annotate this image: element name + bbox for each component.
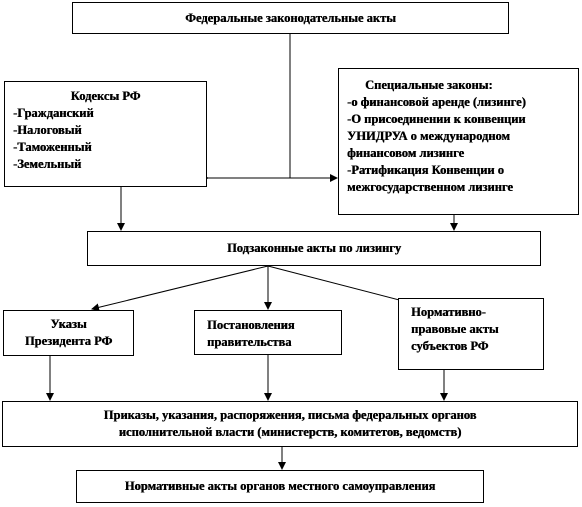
local-acts-box: Нормативные акты органов местного самоуп… [76, 470, 484, 503]
regional-acts-line: Нормативно- [411, 305, 486, 319]
federal-acts-box: Федеральные законодательные акты [72, 2, 509, 34]
special-laws-line: финансовом лизинге [347, 146, 465, 160]
special-laws-title: Специальные законы: [365, 78, 493, 92]
codes-box: Кодексы РФ -Гражданский -Налоговый -Тамо… [4, 81, 207, 187]
regional-acts-line: субъектов РФ [411, 339, 489, 353]
special-laws-line: УНИДРУА о международном [347, 129, 510, 143]
codes-item: -Гражданский [13, 106, 94, 120]
codes-item: -Земельный [13, 157, 82, 171]
special-laws-line: -Ратификация Конвенции о [347, 163, 504, 177]
decrees-line: Президента РФ [24, 334, 113, 348]
orders-box: Приказы, указания, распоряжения, письма … [2, 401, 578, 447]
special-laws-line: межгосударственном лизинге [347, 180, 513, 194]
codes-item: -Таможенный [13, 140, 92, 154]
bylaws-to-decrees-arrow [91, 265, 269, 312]
codes-item: -Налоговый [13, 123, 82, 137]
bylaws-title: Подзаконные акты по лизингу [226, 241, 402, 255]
decrees-box: Указы Президента РФ [3, 310, 134, 356]
bylaws-box: Подзаконные акты по лизингу [87, 231, 541, 266]
resolutions-line: Постановления [207, 318, 295, 332]
special-laws-box: Специальные законы: -о финансовой аренде… [338, 68, 579, 215]
orders-line: Приказы, указания, распоряжения, письма … [103, 408, 477, 422]
special-laws-line: -о финансовой аренде (лизинге) [347, 95, 526, 109]
codes-title: Кодексы РФ [70, 89, 141, 103]
special-laws-line: -О присоединении к конвенции [347, 112, 526, 126]
federal-acts-title: Федеральные законодательные акты [185, 10, 396, 25]
regional-acts-line: правовые акты [411, 322, 499, 336]
regional-acts-box: Нормативно- правовые акты субъектов РФ [398, 298, 544, 370]
local-acts-title: Нормативные акты органов местного самоуп… [124, 479, 436, 493]
decrees-line: Указы [50, 317, 87, 331]
resolutions-line: правительства [207, 335, 292, 349]
resolutions-box: Постановления правительства [194, 310, 342, 355]
orders-line: исполнительной власти (министерств, коми… [118, 425, 462, 439]
